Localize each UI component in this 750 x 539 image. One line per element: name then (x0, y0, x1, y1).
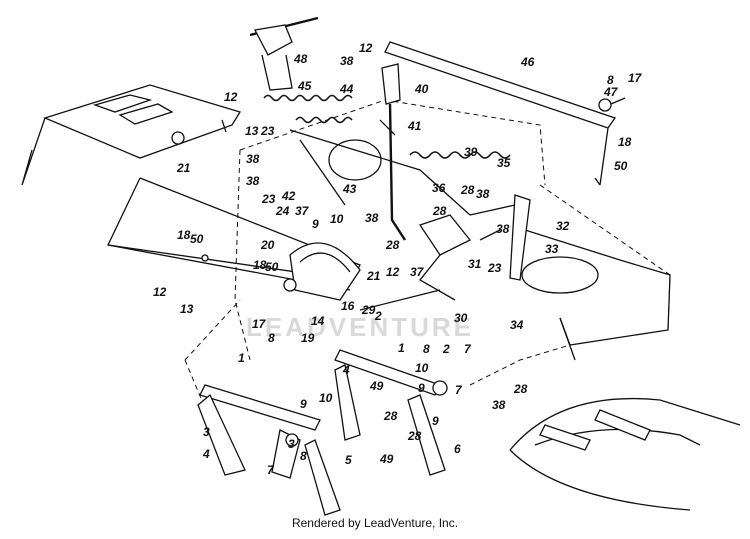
callout-16b: 17 (252, 317, 267, 331)
callout-47: 47 (603, 85, 619, 99)
callout-50b: 50 (190, 232, 204, 246)
rod-26 (359, 289, 441, 311)
callout-10c: 10 (319, 391, 333, 405)
callout-39: 39 (464, 145, 478, 159)
callout-2b: 2 (442, 342, 450, 356)
callout-35d: 38 (476, 187, 490, 201)
callout-4b: 4 (202, 447, 210, 461)
callout-1b: 1 (398, 341, 405, 355)
callout-40: 40 (414, 82, 429, 96)
callout-14: 14 (311, 314, 325, 328)
watermark: LEADVENTURE (246, 312, 475, 342)
callout-18c: 18 (253, 258, 267, 272)
callout-4: 4 (342, 363, 350, 377)
height-adjust-quadrant (283, 242, 361, 301)
steering-column (249, 16, 353, 124)
callout-21: 21 (176, 161, 191, 175)
callout-6: 6 (454, 442, 461, 456)
callout-5: 5 (345, 453, 352, 467)
control-linkage (289, 129, 531, 301)
callout-35e: 38 (496, 222, 510, 236)
callout-1: 1 (238, 351, 245, 365)
callout-30: 32 (556, 219, 570, 233)
callout-10: 10 (330, 212, 344, 226)
callout-38: 38 (365, 211, 379, 225)
callout-8b: 8 (268, 331, 275, 345)
rear-panel (384, 41, 626, 186)
callout-24c: 28 (383, 409, 398, 423)
callout-3b: 3 (288, 437, 295, 451)
callout-42: 42 (281, 189, 296, 203)
callout-35: 38 (340, 54, 354, 68)
callout-18b: 18 (177, 228, 191, 242)
callout-46: 46 (520, 55, 535, 69)
callout-33: 35 (497, 156, 511, 170)
callout-3: 3 (203, 425, 210, 439)
shift-lever (379, 63, 407, 241)
callout-9: 9 (312, 217, 319, 231)
callout-29: 31 (468, 257, 482, 271)
callout-41: 41 (407, 119, 422, 133)
callout-labels: 48 45 12 38 44 40 41 46 8 47 17 18 50 12… (153, 41, 643, 477)
callout-2: 2 (374, 309, 382, 323)
callout-50: 50 (614, 159, 628, 173)
callout-24: 28 (460, 183, 475, 197)
floor-plate (21, 84, 241, 186)
callout-35c: 38 (246, 174, 260, 188)
callout-8d: 8 (300, 449, 307, 463)
callout-9d: 9 (432, 414, 439, 428)
callout-12d: 12 (153, 285, 167, 299)
callout-10b: 10 (415, 361, 429, 375)
callout-13b: 13 (180, 302, 194, 316)
callout-20: 21 (366, 269, 381, 283)
callout-34: 37 (410, 265, 425, 279)
callout-8c: 8 (423, 342, 430, 356)
callout-49b: 49 (379, 452, 394, 466)
callout-27: 28 (432, 204, 447, 218)
callout-19: 20 (260, 238, 275, 252)
callout-13: 13 (245, 124, 259, 138)
callout-7b: 7 (455, 383, 463, 397)
spring-39 (409, 151, 511, 159)
callout-16: 17 (628, 71, 643, 85)
callout-43: 43 (342, 182, 357, 196)
footer-credit: Rendered by LeadVenture, Inc. (291, 516, 459, 530)
callout-24d: 28 (407, 429, 422, 443)
callout-49: 49 (369, 379, 384, 393)
callout-23b: 23 (261, 192, 276, 206)
callout-18: 18 (618, 135, 632, 149)
callout-12c: 12 (386, 265, 400, 279)
callout-28: 30 (454, 311, 468, 325)
callout-8: 8 (607, 73, 614, 87)
callout-15: 16 (341, 299, 355, 313)
callout-50c: 50 (265, 260, 279, 274)
callout-7: 7 (464, 342, 472, 356)
callout-9c: 9 (300, 397, 307, 411)
callout-48: 48 (293, 52, 308, 66)
callout-9b: 9 (418, 381, 425, 395)
callout-32: 34 (510, 318, 524, 332)
callout-26: 29 (361, 303, 376, 317)
callout-45: 45 (297, 79, 312, 93)
callout-36: 36 (432, 181, 446, 195)
body-panel-right (521, 229, 671, 361)
callout-37: 37 (295, 204, 310, 218)
callout-12: 12 (359, 41, 373, 55)
callout-31: 33 (545, 242, 559, 256)
lift-links (197, 349, 448, 516)
callout-35f: 38 (492, 398, 506, 412)
callout-24b: 28 (385, 238, 400, 252)
callout-17: 19 (301, 331, 315, 345)
callout-24e: 28 (513, 382, 528, 396)
callout-23c: 23 (487, 261, 502, 275)
callout-44: 44 (339, 82, 354, 96)
callout-23: 23 (260, 124, 275, 138)
callout-12b: 12 (224, 90, 238, 104)
callout-7c: 7 (267, 463, 275, 477)
mower-deck (509, 397, 741, 511)
callout-25: 24 (275, 204, 290, 218)
callout-35b: 38 (246, 152, 260, 166)
